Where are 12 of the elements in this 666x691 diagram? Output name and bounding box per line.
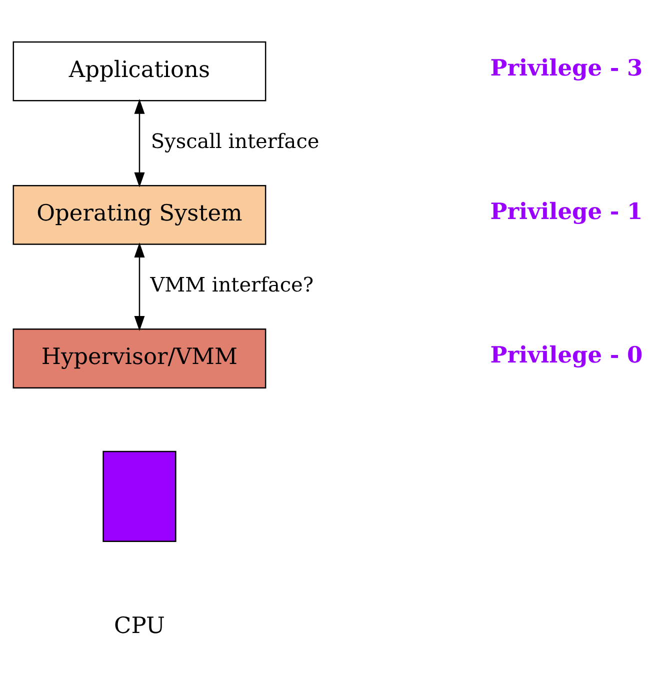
node-box: Hypervisor/VMM <box>12 328 266 388</box>
arrow <box>134 242 145 330</box>
label: Privilege - 0 <box>490 342 643 368</box>
label: Privilege - 1 <box>490 198 643 225</box>
node-box <box>102 450 176 542</box>
node-box: Applications <box>12 40 266 101</box>
edge-label: VMM interface? <box>150 272 314 296</box>
node-box: Operating System <box>12 184 266 244</box>
label: Privilege - 3 <box>490 55 643 82</box>
edge-label: Syscall interface <box>150 128 320 152</box>
node-label: CPU <box>114 612 165 639</box>
arrow <box>134 98 145 187</box>
